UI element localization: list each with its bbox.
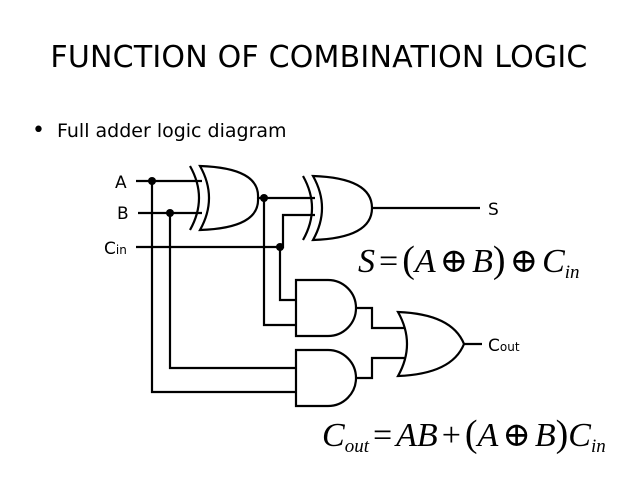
input-b-label: B	[117, 204, 129, 224]
junction-xor1	[260, 194, 268, 202]
carry-paren-open: (	[464, 413, 478, 455]
carry-ab: AB	[396, 417, 438, 454]
wire-xor1-branch	[262, 198, 300, 327]
carry-plus: +	[441, 417, 461, 454]
carry-equals: =	[372, 417, 393, 454]
sum-xor-2: ⊕	[509, 243, 539, 280]
input-a-label: A	[115, 173, 127, 193]
wire-and2-out	[356, 356, 408, 380]
carry-lhs-sub: out	[344, 436, 369, 457]
output-cout-main: C	[488, 336, 500, 356]
output-s-label: S	[488, 200, 499, 220]
or-gate	[396, 310, 466, 378]
sum-equals: =	[379, 243, 399, 280]
wire-a-branch	[150, 181, 300, 394]
carry-c: C	[568, 417, 591, 454]
carry-b: B	[534, 417, 556, 454]
sum-c-sub: in	[564, 262, 580, 283]
sum-a: A	[414, 243, 436, 280]
carry-paren-close: )	[555, 413, 569, 455]
sum-lhs: S	[358, 243, 375, 280]
input-cin-label: Cin	[104, 239, 127, 259]
xor-gate-2	[302, 174, 374, 242]
wire-and1-out	[356, 306, 408, 330]
sum-paren-close: )	[492, 239, 506, 281]
junction-a	[148, 177, 156, 185]
output-cout-label: Cout	[488, 336, 520, 356]
xor-gate-1	[189, 164, 260, 232]
and-gate-2	[294, 348, 358, 408]
sum-c: C	[542, 243, 565, 280]
wire-b-branch	[168, 213, 300, 370]
bullet-dot-icon: •	[32, 118, 45, 143]
sum-equation: S=(A⊕B)⊕Cin	[358, 238, 580, 284]
sum-xor-1: ⊕	[439, 243, 469, 280]
input-cin-main: C	[104, 239, 116, 259]
input-cin-sub: in	[116, 243, 127, 257]
carry-equation: Cout=AB+(A⊕B)Cin	[322, 412, 606, 458]
and-gate-1	[294, 278, 358, 338]
junction-cin	[276, 243, 284, 251]
bullet-text: Full adder logic diagram	[56, 120, 287, 142]
carry-lhs: C	[322, 417, 345, 454]
output-cout-sub: out	[500, 340, 520, 354]
sum-paren-open: (	[402, 239, 415, 281]
junction-b	[166, 209, 174, 217]
bullet-item: • Full adder logic diagram	[32, 118, 287, 143]
sum-b: B	[472, 243, 493, 280]
wire-cin-branch	[278, 247, 300, 302]
slide-title: FUNCTION OF COMBINATION LOGIC	[50, 40, 588, 75]
carry-c-sub: in	[590, 436, 606, 457]
carry-xor: ⊕	[502, 417, 531, 454]
wire-cin	[136, 213, 315, 249]
carry-a: A	[477, 417, 499, 454]
